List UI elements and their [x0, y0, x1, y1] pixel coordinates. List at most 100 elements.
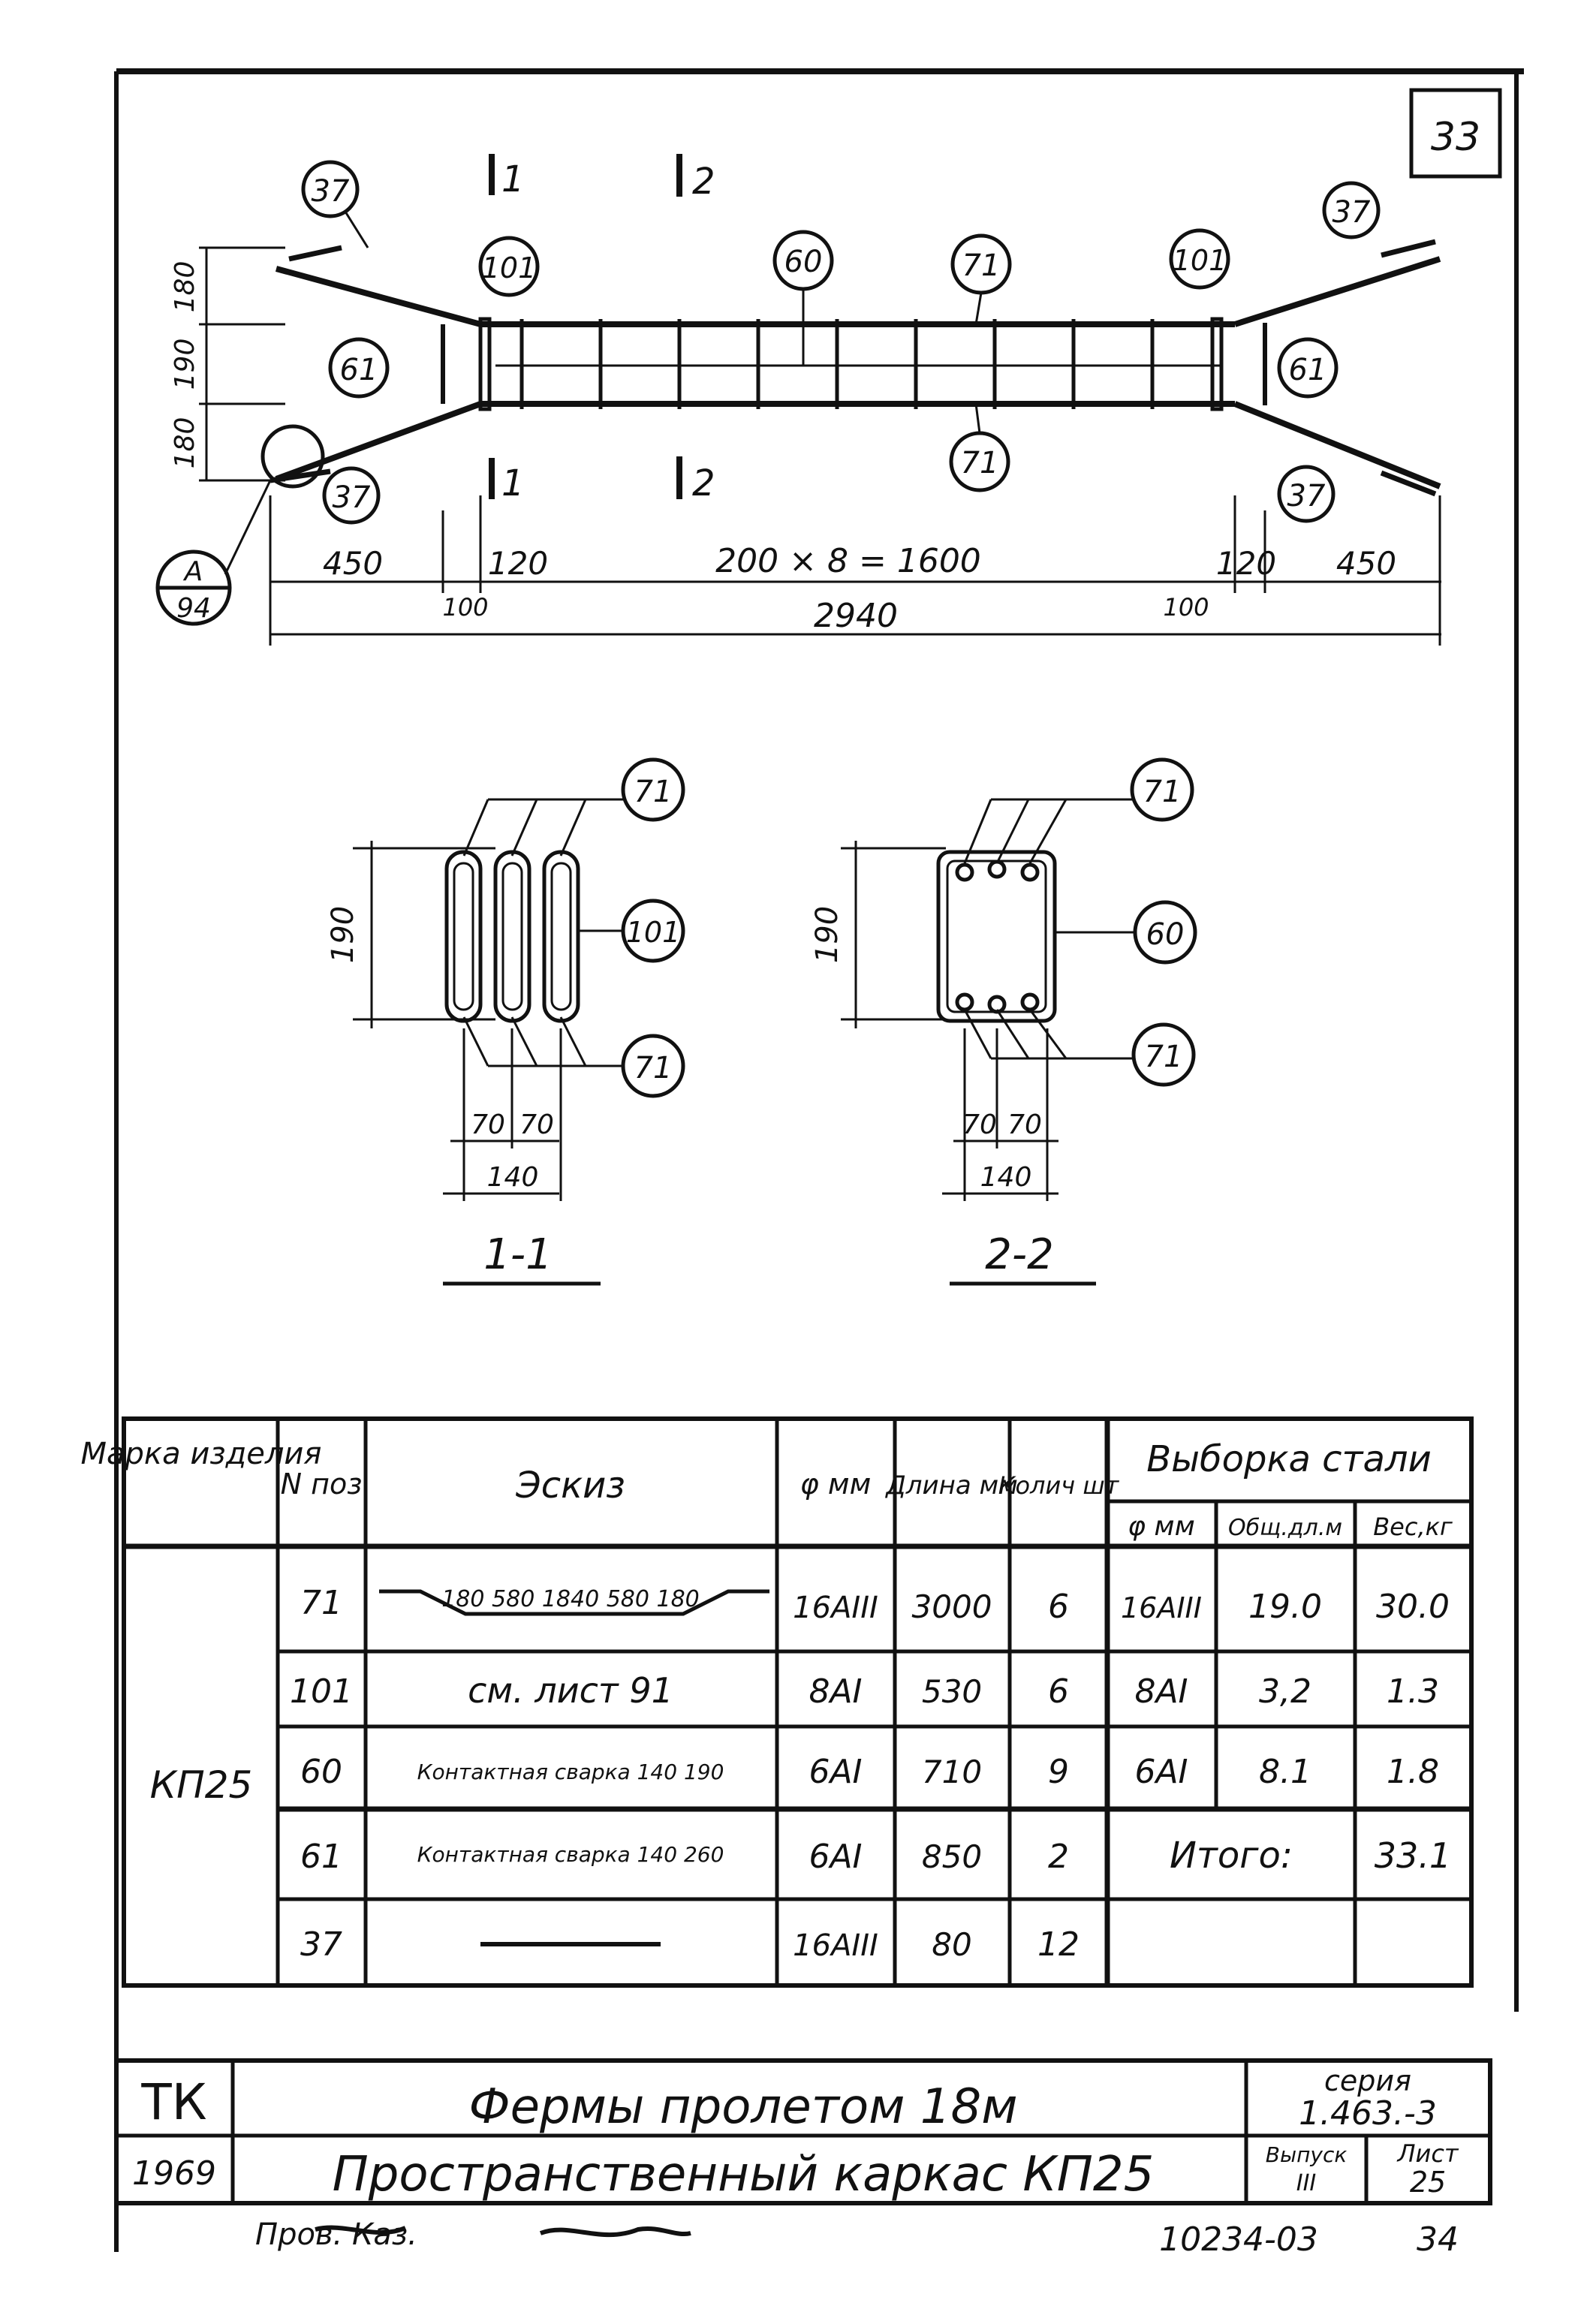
row-dia: 16AIII [793, 1591, 878, 1625]
row-dia: 16AIII [793, 1928, 878, 1963]
row-pos: 61 [300, 1838, 342, 1876]
steel-row: 6AI 8.1 1.8 [1134, 1753, 1439, 1791]
detail-ref-sheet: 94 [176, 593, 211, 624]
horizontal-dimensions: 450 120 200 × 8 = 1600 120 450 100 100 2… [269, 495, 1441, 646]
row-pos: 37 [300, 1925, 342, 1964]
org-code: ТК [140, 2073, 206, 2131]
header-length: Длина мм [884, 1471, 1018, 1501]
table-row: 101 см. лист 91 8AI 530 6 [290, 1670, 1069, 1711]
sheet-label: Лист [1396, 2139, 1459, 2168]
svg-text:1.3: 1.3 [1387, 1672, 1439, 1711]
dim-total: 2940 [814, 597, 898, 635]
section-mark-2-top: 2 [692, 161, 715, 203]
signature: Пров. Каз. [255, 2217, 417, 2252]
drawing-subtitle: Пространственный каркас КП25 [333, 2147, 1155, 2202]
row-qty: 9 [1048, 1753, 1069, 1791]
s22-callout-bot: 71 [1145, 1040, 1183, 1074]
year: 1969 [132, 2154, 216, 2193]
s22-dim2: 70 [1007, 1109, 1042, 1140]
series-value: 1.463.-3 [1299, 2094, 1437, 2133]
s11-callout-bot: 71 [634, 1051, 673, 1085]
row-qty: 6 [1048, 1672, 1069, 1711]
row-length: 710 [922, 1754, 982, 1790]
row-qty: 12 [1037, 1925, 1080, 1964]
s22-callout-mid: 60 [1146, 917, 1185, 952]
page-number: 34 [1417, 2220, 1459, 2259]
total-label: Итого: [1170, 1835, 1293, 1877]
detail-ref-letter: А [183, 556, 203, 587]
table-row: 37 16AIII 80 12 [300, 1925, 1080, 1964]
section-mark-1-bottom: 1 [501, 462, 525, 504]
row-sketch: 180 580 1840 580 180 [441, 1586, 700, 1612]
frame-elevation: 1 1 2 2 [270, 154, 1441, 504]
row-length: 80 [932, 1926, 971, 1963]
total-value: 33.1 [1375, 1835, 1451, 1876]
svg-text:8.1: 8.1 [1259, 1753, 1311, 1791]
s11-width: 140 [487, 1162, 539, 1193]
s11-height: 190 [326, 906, 360, 963]
issue-value: III [1296, 2170, 1317, 2196]
dim-left-gap: 120 [488, 545, 548, 582]
header-sketch: Эскиз [515, 1465, 625, 1507]
sheet-frame: 33 [114, 68, 1524, 2252]
section-mark-2-bottom: 2 [692, 462, 715, 504]
header-dia: φ мм [800, 1468, 871, 1501]
row-sketch: Контактная сварка 140 190 [417, 1760, 724, 1784]
header-mark: Марка изделия [81, 1437, 322, 1471]
header-steel-total: Общ.дл.м [1228, 1515, 1342, 1541]
dim-middle: 200 × 8 = 1600 [715, 542, 981, 580]
section-1-1-title: 1-1 [483, 1230, 552, 1279]
issue-label: Выпуск [1266, 2142, 1348, 2167]
row-dia: 8AI [809, 1672, 862, 1711]
vertical-dimensions: 180 190 180 [170, 246, 285, 482]
dim-small-left: 100 [442, 593, 488, 622]
title-block: ТК 1969 Фермы пролетом 18м Пространствен… [114, 2058, 1492, 2205]
row-pos: 101 [290, 1672, 353, 1711]
svg-text:19.0: 19.0 [1248, 1588, 1322, 1626]
elevation-callouts: 37 101 60 71 101 37 61 61 71 37 37 А 94 [155, 160, 1381, 626]
series-label: серия [1324, 2064, 1411, 2097]
row-length: 3000 [912, 1588, 992, 1625]
s11-callout-mid: 101 [626, 916, 681, 949]
header-qty: Колич шт [998, 1471, 1120, 1500]
row-pos: 71 [300, 1584, 342, 1622]
callout-71-bottom: 71 [961, 446, 999, 480]
svg-text:6AI: 6AI [1134, 1753, 1188, 1791]
row-qty: 6 [1048, 1588, 1069, 1626]
row-length: 530 [922, 1673, 982, 1710]
callout-37-top-right: 37 [1333, 195, 1371, 230]
row-sketch: см. лист 91 [468, 1670, 673, 1711]
callout-101-right: 101 [1173, 244, 1227, 277]
specification-table: Марка изделия N поз Эскиз φ мм Длина мм … [81, 1416, 1474, 1988]
stirrups [519, 319, 1155, 409]
s22-dim1: 70 [962, 1109, 997, 1140]
archive-code: 10234-03 [1159, 2220, 1318, 2259]
detail-reference [155, 549, 232, 626]
section-2-2-title: 2-2 [985, 1230, 1053, 1279]
handwritten-signature [315, 2225, 691, 2238]
s22-callout-top: 71 [1143, 775, 1182, 809]
dim-height-mid: 190 [170, 339, 200, 390]
dim-height-bottom: 180 [170, 417, 200, 469]
callout-101-left: 101 [482, 251, 537, 284]
s11-callout-top: 71 [634, 775, 673, 809]
dim-small-right: 100 [1163, 593, 1209, 622]
sheet-value: 25 [1410, 2166, 1446, 2199]
row-sketch: Контактная сварка 140 260 [417, 1842, 724, 1867]
row-length: 850 [922, 1838, 982, 1875]
steel-row: 16AIII 19.0 30.0 [1121, 1588, 1450, 1626]
svg-text:30.0: 30.0 [1376, 1588, 1450, 1626]
dim-height-top: 180 [170, 261, 200, 313]
header-pos: N поз [281, 1468, 363, 1501]
callout-37-bottom-left: 37 [333, 480, 371, 515]
svg-text:3,2: 3,2 [1259, 1672, 1311, 1711]
svg-text:8AI: 8AI [1134, 1672, 1188, 1711]
callout-37-top-left: 37 [312, 174, 350, 209]
footer: Пров. Каз. 10234-03 34 [255, 2217, 1459, 2259]
steel-row: 8AI 3,2 1.3 [1134, 1672, 1439, 1711]
header-steel-dia: φ мм [1128, 1511, 1195, 1542]
callout-61-left: 61 [340, 353, 378, 387]
drawing-title: Фермы пролетом 18м [469, 2079, 1018, 2135]
svg-text:16AIII: 16AIII [1121, 1591, 1202, 1624]
table-row: 71 180 580 1840 580 180 16AIII 3000 6 [300, 1584, 1069, 1626]
